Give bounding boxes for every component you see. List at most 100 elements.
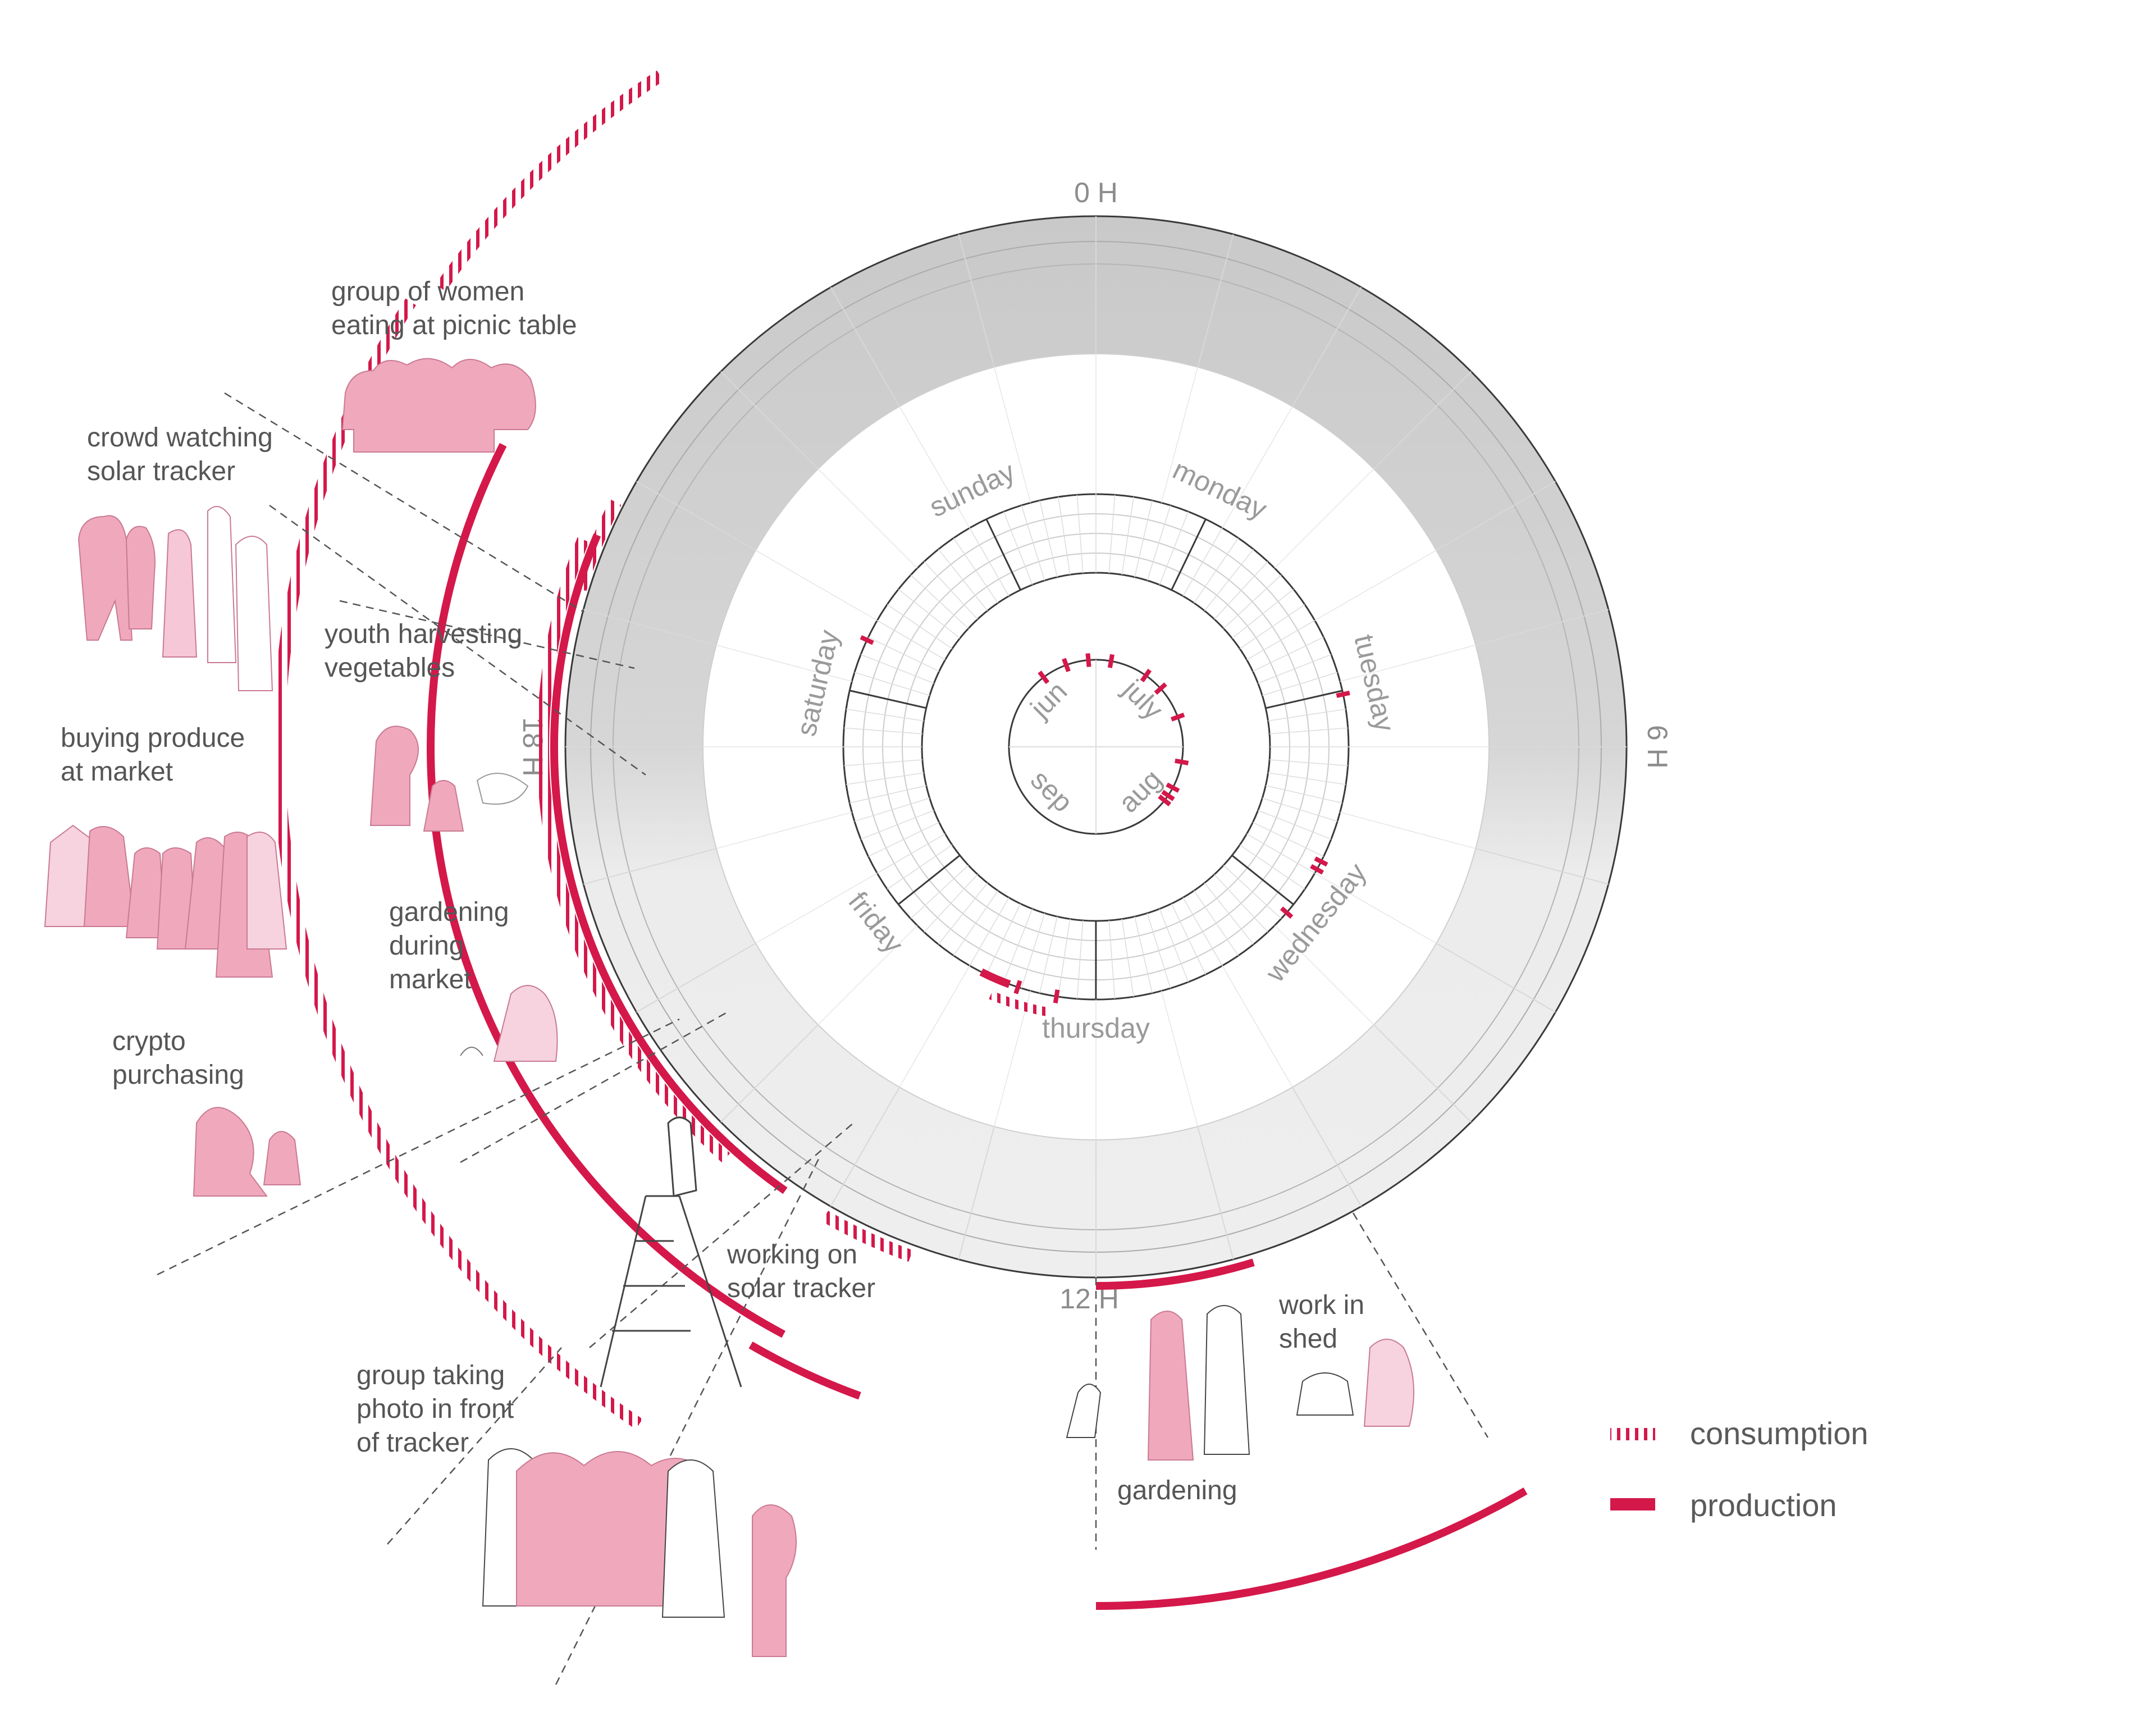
hour-grid-line — [899, 406, 970, 528]
hour-grid-line — [994, 991, 1031, 1127]
day-separator — [1265, 690, 1343, 709]
weekday-grid-line — [1039, 500, 1058, 577]
hour-spoke — [1436, 943, 1556, 1013]
weekday-grid-line — [1058, 496, 1071, 575]
hour-grid-line — [755, 550, 878, 621]
weekday-grid-line — [1146, 913, 1171, 989]
hour-spoke — [720, 371, 819, 469]
weekday-grid-line — [1258, 810, 1332, 840]
hour-label-0: 0 H — [1074, 177, 1118, 208]
weekday-grid-line — [1021, 505, 1045, 581]
figure-work-shed — [1296, 1339, 1414, 1427]
figure-group-photo — [482, 1448, 797, 1657]
event-tick — [1161, 790, 1175, 801]
hour-spoke — [1436, 481, 1556, 551]
weekday-grid-line — [860, 654, 934, 684]
hour-grid-line — [1274, 925, 1374, 1025]
hour-grid-line — [994, 367, 1031, 503]
hour-grid-line — [716, 645, 852, 682]
hour-spoke — [1373, 371, 1472, 469]
label-shed-2: shed — [1279, 1324, 1337, 1354]
weekday-grid-line — [876, 833, 945, 874]
event-tick — [1166, 782, 1180, 793]
weekday-grid-line — [1239, 604, 1305, 649]
weekday-grid-line — [844, 727, 922, 734]
weekday-grid-line — [910, 574, 969, 629]
label-crowd-1: crowd watching — [87, 423, 273, 453]
weekday-grid-line — [1171, 903, 1206, 975]
weekday-grid-line — [868, 637, 940, 672]
weekday-grid-line — [898, 588, 961, 639]
weekday-grid-line — [1159, 909, 1189, 983]
weekday-grid-line — [938, 549, 988, 611]
label-group-women-1: group of women — [331, 277, 524, 307]
weekday-grid-line — [849, 785, 926, 804]
hour-spoke — [720, 1024, 819, 1122]
weekday-grid-line — [953, 537, 998, 604]
label-garden-market-3: market — [389, 965, 472, 994]
hour-spoke — [583, 609, 717, 646]
weekday-grid-line — [1214, 874, 1268, 933]
hour-spoke — [830, 287, 900, 407]
weekday-grid-line — [1003, 909, 1033, 983]
hour-spoke — [636, 481, 756, 551]
consumption-arc — [822, 1211, 913, 1262]
label-crypto-2: purchasing — [112, 1060, 244, 1090]
weekday-grid-line — [1146, 505, 1171, 581]
weekday-grid-line — [924, 874, 978, 933]
weekday-grid-line — [1239, 845, 1305, 890]
activity-arcs — [273, 70, 1528, 1610]
thursday-production-arc — [979, 968, 1011, 988]
hour-grid-line — [1314, 873, 1437, 944]
hour-grid-line — [1161, 367, 1198, 503]
weekday-grid-line — [860, 810, 934, 840]
weekday-grid-line — [1003, 511, 1033, 585]
figure-buying-produce — [44, 824, 287, 978]
hour-spoke — [1292, 1087, 1362, 1207]
hour-spoke — [1197, 1126, 1234, 1260]
weekday-grid-line — [887, 604, 953, 649]
consumption-arc — [537, 537, 730, 1163]
weekday-grid-line — [924, 561, 978, 620]
hour-grid-line — [1222, 965, 1293, 1088]
hour-grid-line — [1340, 645, 1476, 682]
legend-consumption-label: consumption — [1690, 1416, 1869, 1451]
legend-production-swatch — [1610, 1498, 1655, 1510]
label-working-1: working on — [727, 1240, 857, 1270]
label-photo-1: group taking — [357, 1361, 505, 1390]
thursday-consumption-arc — [989, 991, 1050, 1017]
weekday-grid-line — [1252, 822, 1324, 857]
event-tick — [1013, 980, 1022, 994]
weekday-grid-line — [1262, 797, 1338, 822]
weekday-grid-line — [1231, 588, 1294, 639]
weekday-grid-line — [1258, 654, 1332, 684]
event-tick — [1158, 794, 1172, 806]
weekday-grid-line — [1194, 537, 1239, 604]
weekday-grid-line — [1214, 561, 1268, 620]
legend-consumption-swatch — [1610, 1428, 1655, 1440]
label-gardening: gardening — [1117, 1476, 1237, 1505]
weekday-grid-line — [1246, 833, 1315, 874]
event-tick — [1053, 989, 1060, 1003]
weekday-grid-line — [876, 620, 945, 660]
label-working-2: solar tracker — [727, 1274, 875, 1303]
event-tick — [1280, 906, 1294, 919]
hour-spoke — [1373, 1024, 1472, 1122]
hour-grid-line — [1274, 468, 1374, 569]
hour-grid-line — [1161, 991, 1198, 1127]
figure-crypto — [193, 1107, 302, 1197]
figure-group-women — [341, 358, 536, 453]
event-tick — [1314, 856, 1328, 867]
hour-grid-line — [817, 925, 918, 1025]
weekday-grid-line — [1262, 672, 1338, 696]
weekday-grid-line — [1021, 913, 1045, 989]
label-shed-1: work in — [1278, 1290, 1364, 1320]
hour-grid-line — [899, 965, 970, 1088]
weekday-grid-line — [1269, 727, 1348, 734]
month-ring — [1008, 659, 1184, 835]
hour-spoke — [1475, 609, 1609, 646]
weekday-grid-line — [969, 527, 1010, 596]
figure-crowd-watching — [77, 506, 273, 691]
hour-spoke — [1475, 848, 1609, 885]
